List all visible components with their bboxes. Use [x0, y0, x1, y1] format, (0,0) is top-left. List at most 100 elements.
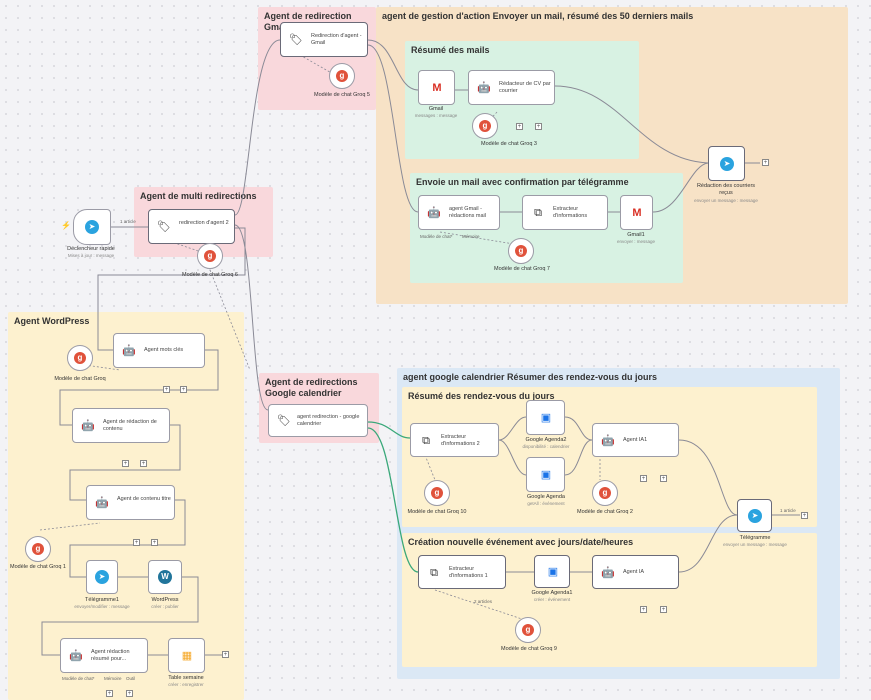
telegram-icon: ➤	[748, 509, 762, 523]
gagenda2-label: Google Agenda2	[525, 437, 567, 443]
robot-icon: 🤖	[601, 567, 615, 579]
gmail1-sub: envoyer : message	[616, 239, 656, 244]
sticky-title: Agent de redirections Google calendrier	[265, 377, 358, 398]
add-node-button[interactable]: +	[801, 512, 808, 519]
table-label: Table semaine	[168, 675, 204, 681]
gmail1-node[interactable]: M	[620, 195, 653, 230]
gagenda1-node[interactable]: ▣	[534, 555, 570, 588]
sticky-title: Agent de multi redirections	[140, 191, 257, 201]
add-tool-button[interactable]: +	[180, 386, 187, 393]
groq-wp-node[interactable]: g	[67, 345, 93, 371]
gmail-redirect-node[interactable]: 🏷 Redirection d'agent - Gmail	[280, 22, 368, 57]
port-tool: Outil	[126, 676, 136, 681]
telegram-node[interactable]: ➤	[737, 499, 772, 532]
groq9-label: Modèle de chat Groq 9	[501, 646, 557, 652]
extract-icon: ⧉	[430, 567, 438, 579]
add-memory-button[interactable]: +	[640, 475, 647, 482]
sticky-title: Agent WordPress	[14, 316, 90, 326]
groq2-node[interactable]: g	[592, 480, 618, 506]
groq1-node[interactable]: g	[25, 536, 51, 562]
gmail-node[interactable]: M	[418, 70, 455, 105]
bolt-icon: ⚡	[61, 221, 71, 230]
add-node-button[interactable]: +	[222, 651, 229, 658]
robot-icon: 🤖	[427, 207, 441, 219]
extract-icon: ⧉	[422, 435, 430, 447]
gcal-redirect-node[interactable]: 🏷 agent redirection - google calendrier	[268, 404, 368, 437]
sticky-title: Résumé des mails	[411, 45, 490, 55]
add-tool-button[interactable]: +	[140, 460, 147, 467]
add-tool-button[interactable]: +	[660, 606, 667, 613]
extracteur2-node[interactable]: ⧉ Extracteur d'informations 2	[410, 423, 499, 457]
wordpress-label: WordPress	[151, 597, 179, 603]
agent-ia1-node[interactable]: 🤖 Agent IA1	[592, 423, 679, 457]
groq7-node[interactable]: g	[508, 238, 534, 264]
robot-icon: 🤖	[69, 650, 83, 662]
telegram-label: Télégramme	[739, 535, 771, 541]
gagenda-node[interactable]: ▣	[526, 457, 565, 492]
node-label: agent Gmail - rédactions mail	[449, 206, 486, 219]
sticky-title: agent google calendrier Résumer des rend…	[403, 372, 658, 382]
gagenda2-sub: disponibilité : calendrier	[522, 444, 570, 449]
telegram-icon: ➤	[95, 570, 109, 584]
telegram-recu-sub: envoyer un message : message	[694, 198, 758, 203]
gagenda2-node[interactable]: ▣	[526, 400, 565, 435]
port-memory: Mémoire	[104, 676, 122, 681]
agent-resume-node[interactable]: 🤖 Agent rédaction résumé pour...	[60, 638, 148, 673]
redirect-agent-node[interactable]: 🏷 redirection d'agent 2	[148, 209, 235, 244]
add-node-button[interactable]: +	[762, 159, 769, 166]
add-memory-button[interactable]: +	[163, 386, 170, 393]
add-memory-button[interactable]: +	[133, 539, 140, 546]
redacteur-cv-node[interactable]: 🤖 Rédacteur de CV par courrier	[468, 70, 555, 105]
calendar-icon: ▣	[540, 469, 552, 481]
wordpress-node[interactable]: W	[148, 560, 182, 594]
add-memory-button[interactable]: +	[106, 690, 113, 697]
calendar-icon: ▣	[547, 566, 559, 578]
groq5-node[interactable]: g	[329, 63, 355, 89]
gagenda-sub: getAll : événement	[527, 501, 565, 506]
groq6-node[interactable]: g	[197, 243, 223, 269]
gagenda1-sub: créer : événement	[533, 597, 571, 602]
groq9-node[interactable]: g	[515, 617, 541, 643]
add-tool-button[interactable]: +	[151, 539, 158, 546]
groq-icon: g	[74, 352, 86, 364]
add-memory-button[interactable]: +	[516, 123, 523, 130]
groq7-label: Modèle de chat Groq 7	[494, 266, 550, 272]
groq3-node[interactable]: g	[472, 113, 498, 139]
telegram-recu-node[interactable]: ➤	[708, 146, 745, 181]
node-label: Agent rédaction résumé pour...	[91, 649, 130, 662]
add-memory-button[interactable]: +	[640, 606, 647, 613]
gmail-agent-node[interactable]: 🤖 agent Gmail - rédactions mail	[418, 195, 500, 230]
trigger-node[interactable]: ➤	[73, 209, 111, 245]
add-tool-button[interactable]: +	[535, 123, 542, 130]
port-model: Modèle de chat*	[420, 234, 453, 239]
sticky-title: Création nouvelle événement avec jours/d…	[408, 537, 634, 547]
node-label: Agent de contenu titre	[117, 496, 171, 502]
calendar-icon: ▣	[540, 412, 552, 424]
groq10-node[interactable]: g	[424, 480, 450, 506]
table-node[interactable]: ▦	[168, 638, 205, 673]
gmail-icon: M	[632, 207, 642, 219]
groq-icon: g	[515, 245, 527, 257]
extracteur1-node[interactable]: ⧉ Extracteur d'informations 1	[418, 555, 506, 589]
wordpress-icon: W	[158, 570, 172, 584]
node-label: Extracteur d'informations	[553, 206, 588, 219]
groq1-label: Modèle de chat Groq 1	[10, 564, 66, 570]
trigger-sub: Mises à jour : message	[67, 253, 115, 258]
groq10-label: Modèle de chat Groq 10	[407, 509, 467, 515]
tag-icon: 🏷	[289, 34, 303, 46]
table-icon: ▦	[181, 650, 193, 662]
agent-redaction-node[interactable]: 🤖 Agent de rédaction de contenu	[72, 408, 170, 443]
agent-ia-node[interactable]: 🤖 Agent IA	[592, 555, 679, 589]
add-tool-button[interactable]: +	[126, 690, 133, 697]
telegram1-node[interactable]: ➤	[86, 560, 118, 594]
add-tool-button[interactable]: +	[660, 475, 667, 482]
node-label: Extracteur d'informations 1	[449, 566, 488, 579]
agent-mots-node[interactable]: 🤖 Agent mots clés	[113, 333, 205, 368]
extracteur-info-node[interactable]: ⧉ Extracteur d'informations	[522, 195, 608, 230]
groq2-label: Modèle de chat Groq 2	[577, 509, 633, 515]
gagenda1-label: Google Agenda1	[531, 590, 573, 596]
node-label: Agent IA	[623, 569, 645, 575]
add-memory-button[interactable]: +	[122, 460, 129, 467]
agent-titre-node[interactable]: 🤖 Agent de contenu titre	[86, 485, 175, 520]
